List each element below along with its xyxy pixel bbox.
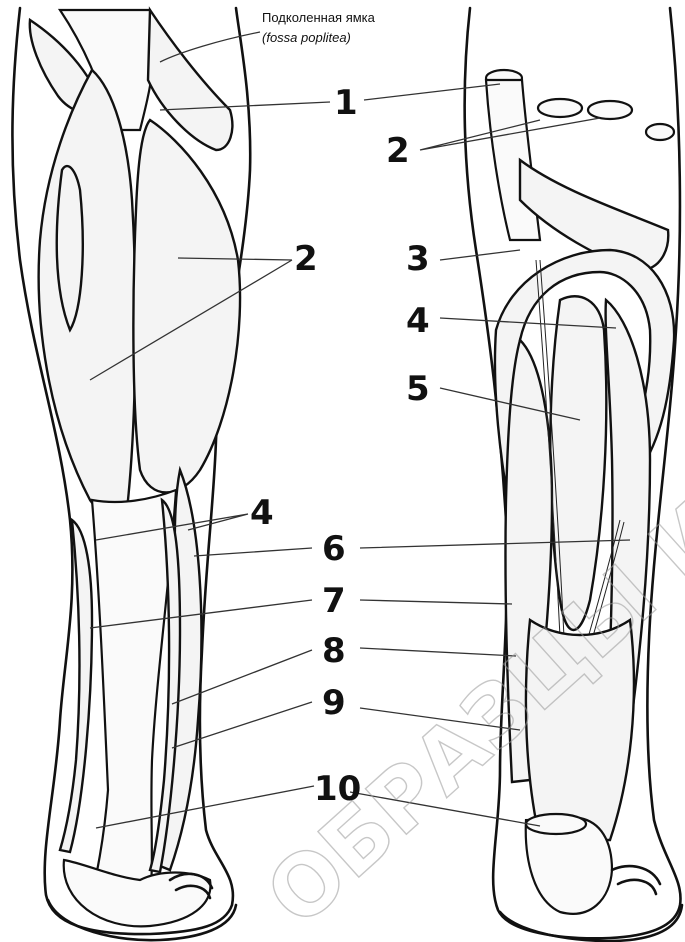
label-9: 9: [322, 683, 346, 723]
number-labels: 1 2 2 3 4 5 4 6 7 8 9 10: [250, 83, 430, 809]
label-5: 5: [406, 369, 430, 409]
leader-1-right: [364, 84, 500, 100]
right-cut-tendon-2: [538, 99, 582, 117]
label-4-left: 4: [250, 493, 274, 533]
label-2-left: 2: [294, 239, 318, 279]
right-achilles-cut-face: [526, 814, 586, 834]
caption-line-1: Подколенная ямка: [262, 10, 376, 25]
label-8: 8: [322, 631, 346, 671]
label-6: 6: [322, 529, 346, 569]
label-1: 1: [334, 83, 358, 123]
left-gastrocnemius-lateral-head: [133, 120, 240, 493]
label-7: 7: [322, 581, 346, 621]
right-toes: [612, 866, 660, 894]
caption-line-2: (fossa poplitea): [262, 30, 351, 45]
left-flexor-group: [60, 520, 92, 852]
right-cut-tendon-4: [646, 124, 674, 140]
label-4-right: 4: [406, 301, 430, 341]
right-leg-deep-view: [465, 8, 682, 941]
label-2-right: 2: [386, 131, 410, 171]
fossa-caption: Подколенная ямка (fossa poplitea): [160, 10, 376, 62]
left-gastrocnemius-medial-head: [39, 70, 136, 515]
left-leg-superficial-view: [12, 8, 250, 940]
right-cut-gastrocnemius-stump: [486, 80, 540, 240]
label-3: 3: [406, 239, 430, 279]
leader-3: [440, 250, 520, 260]
right-cut-tendon-3: [588, 101, 632, 119]
